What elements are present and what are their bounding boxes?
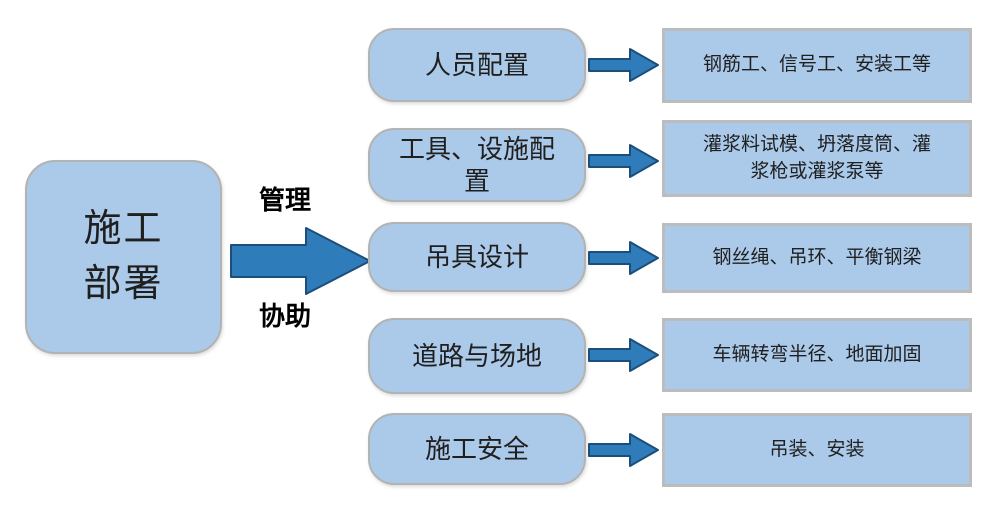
right-arrow-icon bbox=[588, 48, 659, 82]
detail-node-tools-facilities: 灌浆料试模、坍落度筒、灌 浆枪或灌浆泵等 bbox=[662, 120, 972, 197]
detail-node-rigging-design: 钢丝绳、吊环、平衡钢梁 bbox=[662, 223, 972, 293]
category-label: 吊具设计 bbox=[424, 241, 529, 272]
category-node-tools-facilities: 工具、设施配 置 bbox=[368, 128, 586, 202]
category-label: 人员配置 bbox=[424, 49, 529, 80]
detail-label: 钢筋工、信号工、安装工等 bbox=[702, 54, 931, 76]
detail-label: 车辆转弯半径、地面加固 bbox=[712, 343, 922, 365]
root-node-label: 施工 部署 bbox=[83, 207, 164, 305]
category-label: 施工安全 bbox=[424, 433, 529, 464]
category-node-construction-safety: 施工安全 bbox=[368, 413, 586, 485]
category-node-rigging-design: 吊具设计 bbox=[368, 222, 586, 292]
right-arrow-icon bbox=[588, 338, 659, 372]
right-arrow-icon bbox=[588, 144, 659, 178]
category-node-road-site: 道路与场地 bbox=[368, 318, 586, 394]
category-node-personnel: 人员配置 bbox=[368, 28, 586, 102]
root-node-construction-deployment: 施工 部署 bbox=[25, 160, 222, 354]
detail-node-personnel: 钢筋工、信号工、安装工等 bbox=[662, 28, 972, 103]
right-arrow-icon bbox=[588, 241, 659, 275]
detail-label: 灌浆料试模、坍落度筒、灌 浆枪或灌浆泵等 bbox=[702, 133, 931, 182]
detail-label: 吊装、安装 bbox=[769, 438, 865, 460]
category-label: 工具、设施配 置 bbox=[398, 133, 555, 197]
detail-node-construction-safety: 吊装、安装 bbox=[662, 413, 972, 487]
edge-label-manage: 管理 bbox=[258, 185, 311, 215]
edge-label-assist: 协助 bbox=[258, 301, 311, 331]
right-arrow-icon bbox=[588, 433, 659, 467]
category-label: 道路与场地 bbox=[411, 340, 542, 371]
big-right-arrow-icon bbox=[230, 227, 371, 295]
detail-node-road-site: 车辆转弯半径、地面加固 bbox=[662, 318, 972, 392]
detail-label: 钢丝绳、吊环、平衡钢梁 bbox=[712, 246, 922, 268]
